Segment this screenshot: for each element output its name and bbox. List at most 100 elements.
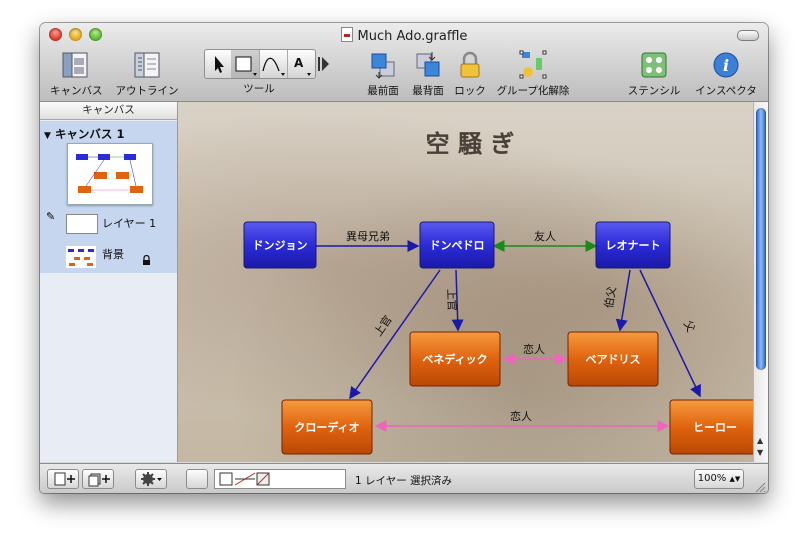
edge-label-lovers-bottom: 恋人 xyxy=(510,409,532,423)
outline-toolbar-label: アウトライン xyxy=(115,85,179,97)
canvas-toolbar-button[interactable]: キャンバス xyxy=(50,50,103,98)
zoom-window-button[interactable] xyxy=(89,28,102,41)
selection-status: 1 レイヤー 選択済み xyxy=(355,475,453,487)
node-leonato[interactable]: レオナート xyxy=(595,221,671,269)
resize-grip-icon[interactable] xyxy=(754,478,766,493)
app-window: Much Ado.graffle キャンバス アウトライン xyxy=(40,23,768,493)
toolbar-toggle-button[interactable] xyxy=(737,30,759,41)
canvas-title-text: キャンバス 1 xyxy=(54,127,125,141)
minimize-window-button[interactable] xyxy=(69,28,82,41)
layer-lock-icon[interactable] xyxy=(142,254,151,268)
window-title: Much Ado.graffle xyxy=(40,27,768,44)
edge-label-uncle: 伯父 xyxy=(601,285,619,309)
outline-toolbar-button[interactable]: アウトライン xyxy=(112,50,182,98)
line-tool[interactable] xyxy=(259,50,288,78)
bring-to-front-button[interactable]: 最前面 xyxy=(361,50,405,98)
stepper-arrows-icon: ▲▼ xyxy=(729,475,741,483)
disclosure-triangle-icon[interactable]: ▼ xyxy=(44,131,51,141)
stencil-icon xyxy=(624,50,684,80)
inspector-label: インスペクタ xyxy=(695,85,757,97)
lock-label: ロック xyxy=(454,85,486,97)
edge-uncle[interactable] xyxy=(615,269,631,332)
stencil-label: ステンシル xyxy=(627,85,681,97)
bring-to-front-label: 最前面 xyxy=(367,85,399,97)
tools-label: ツール xyxy=(243,83,275,95)
padlock-icon xyxy=(450,50,490,80)
background-layer-name[interactable]: 背景 xyxy=(102,248,124,261)
add-layer-button[interactable] xyxy=(82,469,114,489)
layer-thumbnail[interactable] xyxy=(66,214,98,234)
close-window-button[interactable] xyxy=(49,28,62,41)
background-thumbnail[interactable] xyxy=(66,246,96,268)
node-claudio[interactable]: クローディオ xyxy=(281,399,373,455)
ungroup-label: グループ化解除 xyxy=(496,85,570,97)
scroll-up-arrow-icon[interactable]: ▲ xyxy=(757,436,764,445)
gear-icon xyxy=(141,472,162,486)
canvas-thumbnail[interactable] xyxy=(67,143,153,205)
send-to-back-icon xyxy=(406,50,450,80)
toolbar-overflow-icon[interactable] xyxy=(318,55,330,77)
node-beatrice[interactable]: ベアドリス xyxy=(567,331,659,387)
edge-label-friend: 友人 xyxy=(534,229,556,243)
curve-line-icon xyxy=(262,57,285,76)
node-don-pedro[interactable]: ドンペドロ xyxy=(419,221,495,269)
diagram-title: 空 騒 ぎ xyxy=(426,130,515,158)
bring-to-front-icon xyxy=(361,50,405,80)
rectangle-shape-icon xyxy=(235,56,257,76)
document-icon xyxy=(340,27,353,42)
selection-tool[interactable] xyxy=(205,50,232,78)
scrollbar-thumb[interactable] xyxy=(756,108,766,370)
diagram-canvas[interactable]: 異母兄弟 友人 上官 上官 伯父 父 恋人 恋人 空 騒 ぎ ドンジョン ドンペ… xyxy=(178,102,753,462)
add-canvas-button[interactable] xyxy=(47,469,79,489)
outline-panel-icon xyxy=(112,50,182,80)
canvas-title[interactable]: ▼ キャンバス 1 xyxy=(44,126,124,142)
edge-boss-claudio[interactable] xyxy=(349,269,441,400)
canvas-toolbar-label: キャンバス xyxy=(50,85,103,97)
text-tool-glyph: A xyxy=(294,56,304,70)
vertical-scrollbar[interactable]: ▲ ▼ xyxy=(753,102,768,462)
svg-text:i: i xyxy=(723,56,729,75)
edge-label-father: 父 xyxy=(681,319,698,335)
node-hero[interactable]: ヒーロー xyxy=(669,399,753,455)
pencil-icon[interactable]: ✎ xyxy=(46,210,56,223)
layer-name[interactable]: レイヤー 1 xyxy=(102,217,157,230)
lock-button[interactable]: ロック xyxy=(450,50,490,98)
zoom-select[interactable]: 100% ▲▼ xyxy=(694,469,744,489)
arrow-pointer-icon xyxy=(215,56,224,73)
edge-label-boss-benedick: 上官 xyxy=(445,289,460,311)
ungroup-button[interactable]: グループ化解除 xyxy=(492,50,574,98)
stencil-button[interactable]: ステンシル xyxy=(624,50,684,98)
bottom-bar: 1 レイヤー 選択済み 100% ▲▼ xyxy=(40,463,768,493)
node-label-leonato: レオナート xyxy=(606,239,661,252)
ungroup-icon xyxy=(492,50,574,80)
relationship-diagram: 異母兄弟 友人 上官 上官 伯父 父 恋人 恋人 空 騒 ぎ ドンジョン ドンペ… xyxy=(243,130,753,455)
text-tool[interactable]: A xyxy=(287,50,314,78)
edge-label-lovers-top: 恋人 xyxy=(523,342,545,356)
line-style-icon xyxy=(219,472,270,486)
painting-background xyxy=(178,102,753,462)
add-layer-icon xyxy=(88,473,110,487)
action-menu-button[interactable] xyxy=(135,469,167,489)
add-canvas-icon xyxy=(54,472,75,486)
node-benedick[interactable]: ベネディック xyxy=(409,331,501,387)
scroll-down-arrow-icon[interactable]: ▼ xyxy=(757,448,764,457)
canvas-sidebar: キャンバス ▼ キャンバス 1 ✎ レイヤー 1 背景 xyxy=(40,102,178,462)
fill-color-well[interactable] xyxy=(186,469,208,489)
sidebar-header: キャンバス xyxy=(40,102,177,120)
window-title-text: Much Ado.graffle xyxy=(357,29,468,44)
node-label-claudio: クローディオ xyxy=(294,420,359,434)
node-label-beatrice: ベアドリス xyxy=(586,353,641,366)
zoom-value: 100% xyxy=(697,473,727,484)
node-label-don-pedro: ドンペドロ xyxy=(430,239,485,252)
inspector-button[interactable]: i インスペクタ xyxy=(690,50,762,98)
send-to-back-label: 最背面 xyxy=(412,85,444,97)
text-tool-dropdown-icon xyxy=(307,73,311,76)
shape-tool[interactable] xyxy=(231,50,260,78)
edge-label-boss-claudio: 上官 xyxy=(371,313,395,339)
edge-boss-benedick[interactable] xyxy=(451,269,464,332)
send-to-back-button[interactable]: 最背面 xyxy=(406,50,450,98)
node-don-john[interactable]: ドンジョン xyxy=(243,221,317,269)
edge-father[interactable] xyxy=(639,269,701,398)
line-style-field[interactable] xyxy=(214,469,346,489)
node-label-hero: ヒーロー xyxy=(693,421,737,434)
